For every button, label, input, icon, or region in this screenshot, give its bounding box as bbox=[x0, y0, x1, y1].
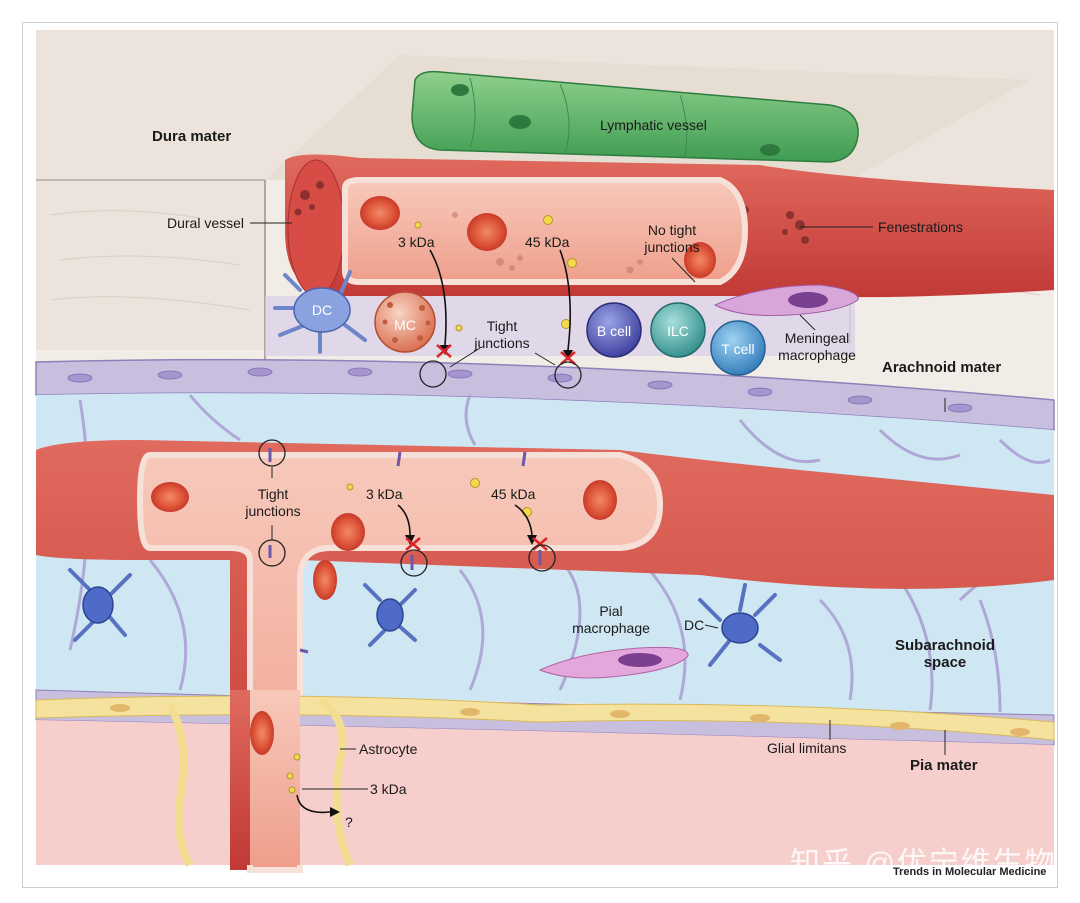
dural-vessel-label: Dural vessel bbox=[167, 215, 245, 231]
question-mark-label: ? bbox=[345, 814, 353, 830]
dural-vessel-lumen bbox=[342, 177, 749, 285]
glial-limitans-label: Glial limitans bbox=[767, 740, 847, 756]
pia-mater-label: Pia mater bbox=[910, 757, 978, 774]
journal-credit: Trends in Molecular Medicine bbox=[893, 866, 1047, 878]
ilc-cell bbox=[650, 302, 706, 358]
kda3-bottom-label: 3 kDa bbox=[370, 781, 407, 797]
lymphatic-vessel-label: Lymphatic vessel bbox=[600, 117, 707, 133]
kda3-mid-label: 3 kDa bbox=[366, 486, 403, 502]
mc-label: MC bbox=[394, 317, 416, 333]
blocked-marks bbox=[405, 344, 576, 551]
leader-lines bbox=[250, 222, 946, 790]
dc-cell-left bbox=[68, 568, 132, 642]
dura-mater-label: Dura mater bbox=[152, 128, 232, 145]
ilc-label: ILC bbox=[667, 323, 689, 339]
t-cell bbox=[710, 320, 766, 376]
lymphatic-vessel bbox=[411, 70, 859, 163]
b-cell bbox=[586, 302, 642, 358]
astrocyte-label: Astrocyte bbox=[359, 741, 418, 757]
dc-mid-label: DC bbox=[684, 617, 705, 633]
dc-cell-mid bbox=[698, 583, 782, 667]
kda3-top-label: 3 kDa bbox=[398, 234, 435, 250]
dc-top-label: DC bbox=[311, 302, 333, 318]
dc-cell-top bbox=[273, 270, 367, 354]
t-cell-label: T cell bbox=[721, 341, 755, 357]
arachnoid-mater-label: Arachnoid mater bbox=[882, 359, 1002, 376]
meningeal-macrophage bbox=[713, 284, 859, 317]
kda45-top-label: 45 kDa bbox=[525, 234, 570, 250]
b-cell-label: B cell bbox=[596, 323, 632, 339]
molecule-dots bbox=[286, 215, 577, 794]
dc-cell-center bbox=[363, 583, 417, 647]
watermark: 知乎 @优宁维生物 bbox=[790, 847, 1057, 880]
fenestrations-label: Fenestrations bbox=[878, 219, 963, 235]
kda45-mid-label: 45 kDa bbox=[491, 486, 536, 502]
